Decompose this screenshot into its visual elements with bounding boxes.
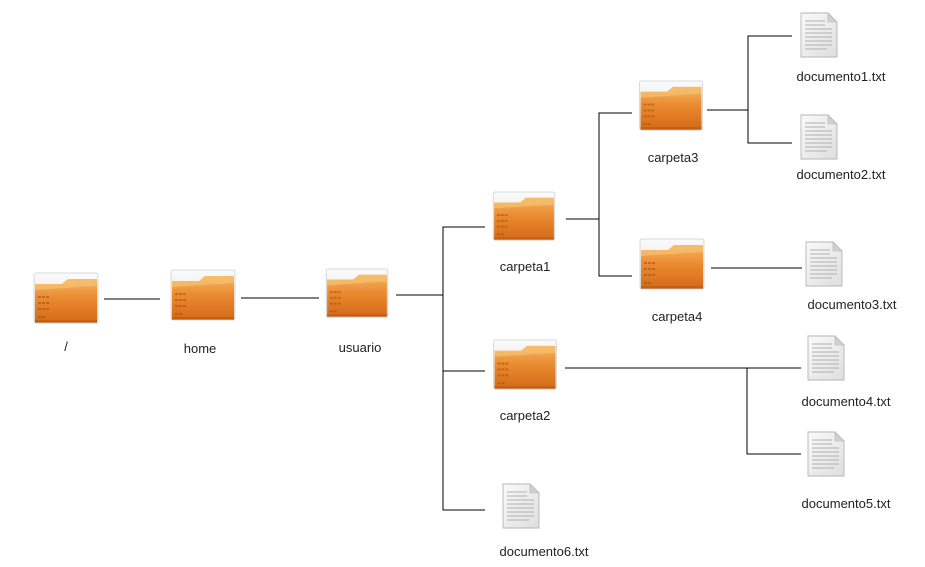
file-icon-documento6[interactable] [502,483,540,529]
edge-carpeta1-branch [598,112,632,277]
label-usuario: usuario [338,340,382,355]
label-documento5: documento5.txt [801,496,891,511]
label-carpeta2: carpeta2 [499,408,551,423]
label-documento2: documento2.txt [796,167,886,182]
file-icon-documento2[interactable] [800,114,838,160]
folder-icon-usuario[interactable] [325,268,389,318]
folder-icon-carpeta1[interactable] [492,191,556,241]
label-carpeta4: carpeta4 [651,309,703,324]
label-documento4: documento4.txt [801,394,891,409]
folder-icon-home[interactable] [170,269,236,321]
label-documento1: documento1.txt [796,69,886,84]
label-root: / [64,339,68,354]
label-home: home [183,341,217,356]
connectors [104,35,802,511]
folder-icon-root[interactable] [33,272,99,324]
file-icon-documento3[interactable] [805,241,843,287]
folder-icon-carpeta4[interactable] [639,238,705,290]
label-carpeta3: carpeta3 [647,150,699,165]
edge-carpeta2-branch [746,367,801,455]
edge-usuario-branch [442,226,485,511]
file-icon-documento4[interactable] [807,335,845,381]
folder-icon-carpeta3[interactable] [639,80,703,131]
folder-icon-carpeta2[interactable] [493,339,557,390]
label-carpeta1: carpeta1 [499,259,551,274]
file-icon-documento5[interactable] [807,431,845,477]
label-documento3: documento3.txt [807,297,897,312]
edge-carpeta3-branch [747,35,792,144]
file-icon-documento1[interactable] [800,12,838,58]
label-documento6: documento6.txt [499,544,589,559]
